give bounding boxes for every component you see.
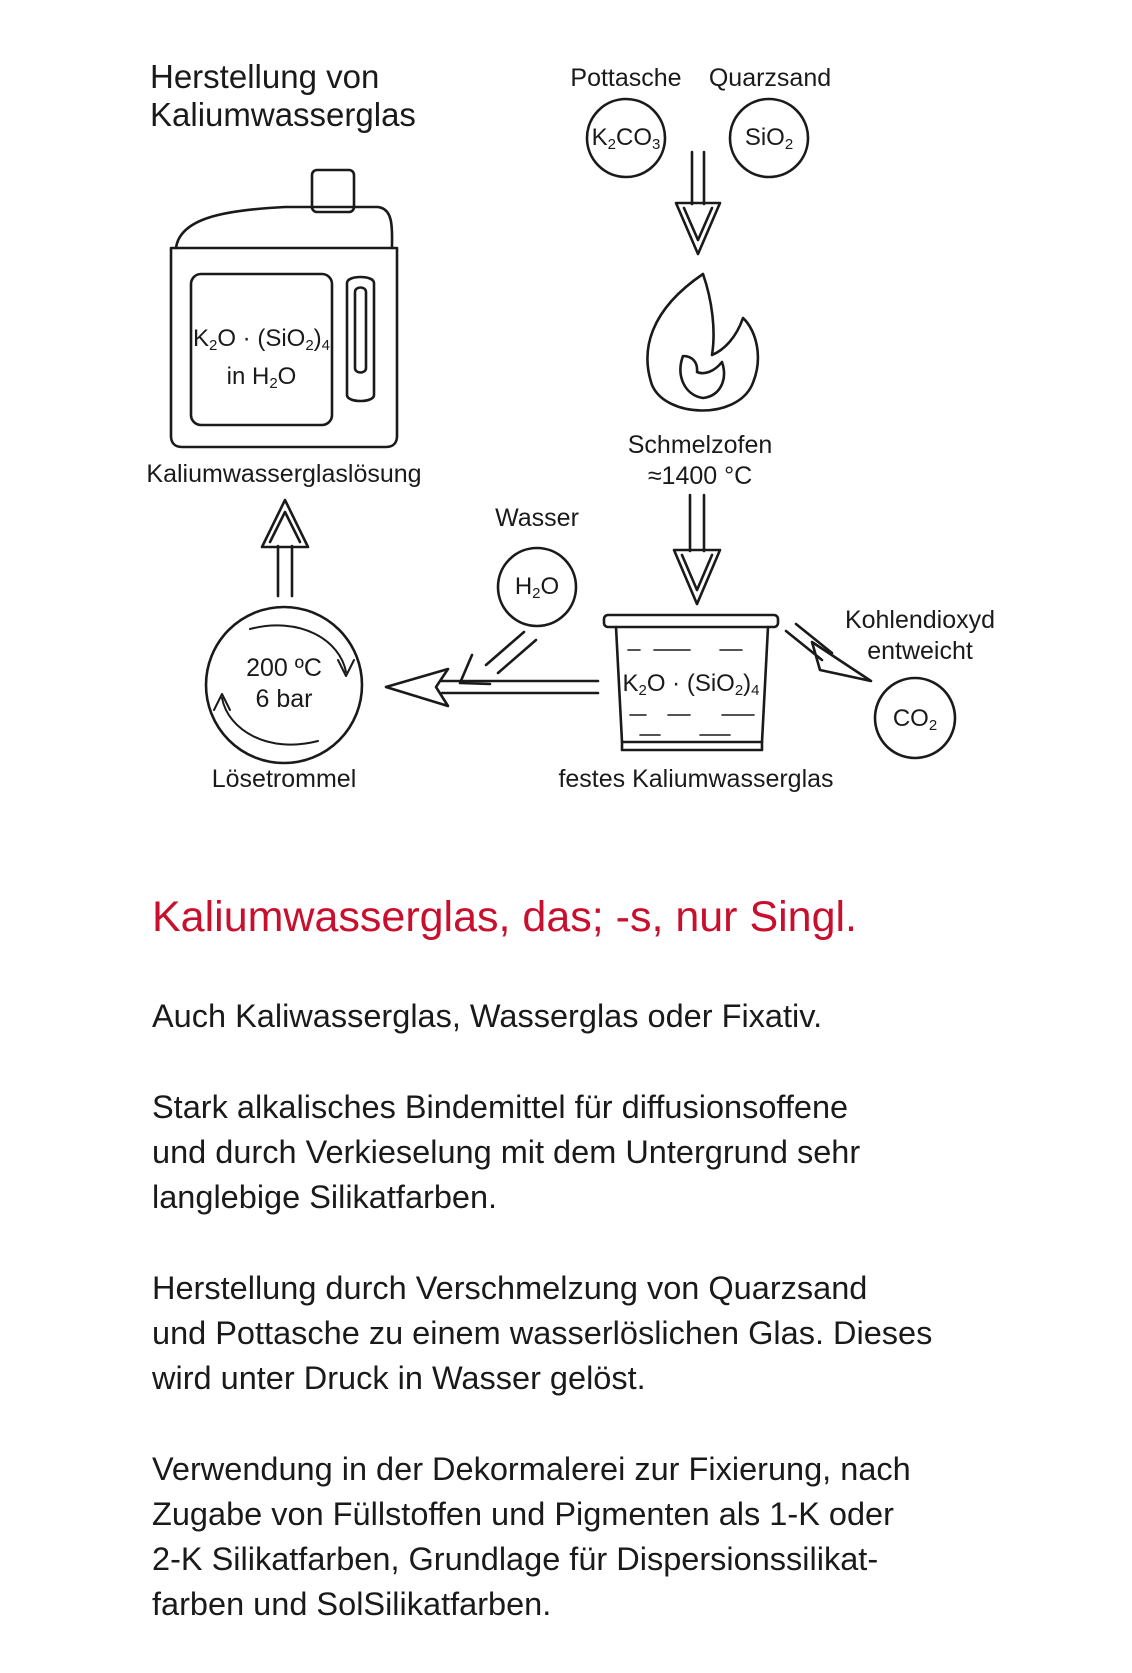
entry-paragraph: Stark alkalisches Bindemittel für diffus… <box>152 1085 1052 1220</box>
arrow-up-icon <box>262 500 308 596</box>
furnace-label: Schmelzofen ≈1400 °C <box>610 430 790 492</box>
pottasche-formula: K2CO3 <box>586 122 666 160</box>
arrow-down-icon-2 <box>674 495 720 604</box>
arrow-down-icon <box>676 152 720 254</box>
diagram-title: Herstellung von Kaliumwasserglas <box>150 58 416 134</box>
entry-paragraph: Auch Kaliwasserglas, Wasserglas oder Fix… <box>152 994 1052 1039</box>
bottle-icon <box>171 170 397 447</box>
crucible-label: festes Kaliumwasserglas <box>556 765 836 794</box>
arrow-water-icon <box>460 632 536 684</box>
diagram-title-line: Kaliumwasserglas <box>150 96 416 134</box>
entry-paragraph: Verwendung in der Dekormalerei zur Fixie… <box>152 1447 1052 1627</box>
diagram-title-line: Herstellung von <box>150 58 416 96</box>
quarzsand-label: Quarzsand <box>700 64 840 93</box>
pottasche-label: Pottasche <box>566 64 686 93</box>
co2-label: Kohlendioxyd entweicht <box>835 605 1005 667</box>
quarzsand-formula: SiO2 <box>729 122 809 160</box>
drum-conditions: 200 ºC 6 bar <box>234 653 334 715</box>
co2-formula: CO2 <box>875 703 955 741</box>
arrow-left-icon <box>386 669 598 706</box>
crucible-formula: K2O · (SiO2)4 <box>610 668 772 706</box>
water-formula: H2O <box>497 571 577 609</box>
entry-term: Kaliumwasserglas, das; -s, nur Singl. <box>152 893 857 942</box>
flame-icon <box>647 274 757 411</box>
entry-paragraph: Herstellung durch Verschmelzung von Quar… <box>152 1266 1052 1401</box>
bottle-formula: K2O · (SiO2)4 in H2O <box>191 323 332 399</box>
water-label: Wasser <box>477 504 597 533</box>
drum-label: Lösetrommel <box>194 765 374 794</box>
bottle-label: Kaliumwasserglaslösung <box>144 460 424 489</box>
